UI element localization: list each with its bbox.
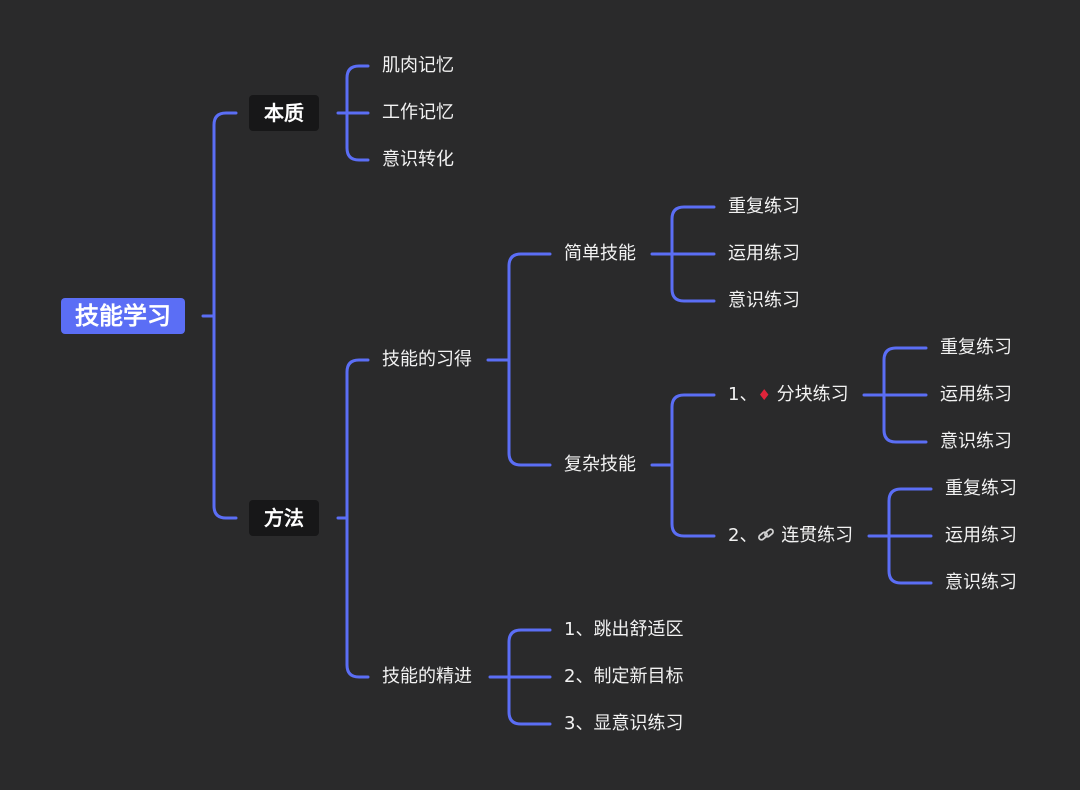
refinement-item[interactable]: 1、跳出舒适区 bbox=[564, 619, 684, 640]
chunk-item[interactable]: 重复练习 bbox=[940, 337, 1012, 358]
root-node[interactable]: 技能学习 bbox=[61, 298, 185, 334]
refinement-item[interactable]: 3、显意识练习 bbox=[564, 713, 684, 734]
complex-skill-node[interactable]: 复杂技能 bbox=[564, 454, 636, 475]
coherent-item[interactable]: 运用练习 bbox=[945, 525, 1017, 546]
simple-skill-item[interactable]: 运用练习 bbox=[728, 243, 800, 264]
chunk-practice-node[interactable]: 1、♦ 分块练习 bbox=[728, 383, 849, 407]
coherent-item[interactable]: 意识练习 bbox=[945, 572, 1017, 593]
chunk-item[interactable]: 运用练习 bbox=[940, 384, 1012, 405]
red-diamond-icon: ♦ bbox=[757, 386, 771, 404]
acquisition-node[interactable]: 技能的习得 bbox=[382, 349, 472, 370]
connector-line bbox=[507, 252, 552, 467]
connector-line bbox=[345, 358, 370, 679]
essence-item[interactable]: 工作记忆 bbox=[382, 102, 454, 123]
chunk-prefix: 1、 bbox=[728, 384, 758, 405]
coherent-prefix: 2、 bbox=[728, 525, 758, 546]
refinement-item[interactable]: 2、制定新目标 bbox=[564, 666, 684, 687]
connector-line bbox=[670, 393, 716, 538]
coherent-practice-node[interactable]: 2、 连贯练习 bbox=[728, 524, 853, 548]
coherent-label: 连贯练习 bbox=[781, 525, 854, 546]
simple-skill-item[interactable]: 重复练习 bbox=[728, 196, 800, 217]
chunk-item[interactable]: 意识练习 bbox=[940, 431, 1012, 452]
method-node[interactable]: 方法 bbox=[249, 500, 319, 536]
link-icon bbox=[758, 528, 775, 541]
simple-skill-item[interactable]: 意识练习 bbox=[728, 290, 800, 311]
essence-item[interactable]: 意识转化 bbox=[382, 149, 454, 170]
simple-skill-node[interactable]: 简单技能 bbox=[564, 243, 636, 264]
connector-line bbox=[212, 111, 238, 520]
essence-node[interactable]: 本质 bbox=[249, 95, 319, 131]
chunk-label: 分块练习 bbox=[776, 384, 849, 405]
refinement-node[interactable]: 技能的精进 bbox=[382, 666, 472, 687]
coherent-item[interactable]: 重复练习 bbox=[945, 478, 1017, 499]
essence-item[interactable]: 肌肉记忆 bbox=[382, 55, 454, 76]
